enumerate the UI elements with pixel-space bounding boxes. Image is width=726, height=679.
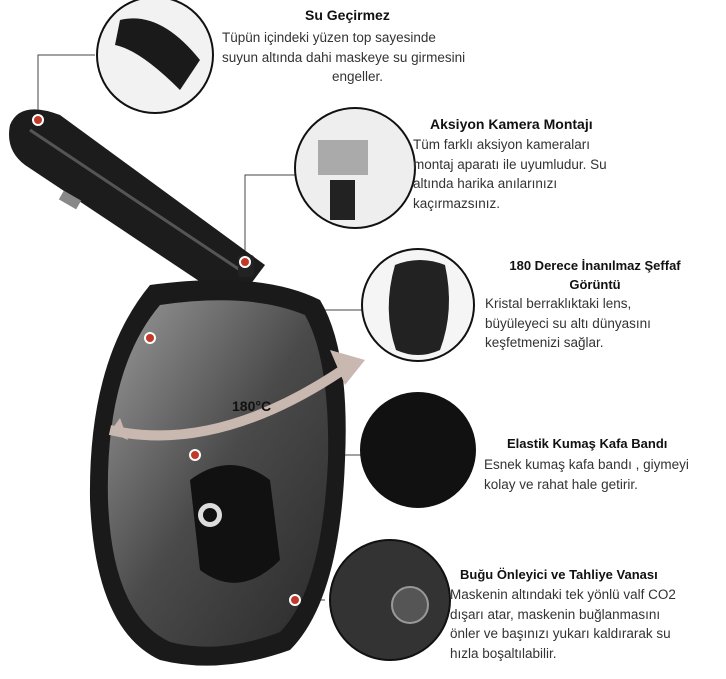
description-line: keşfetmenizi sağlar. — [485, 335, 604, 350]
feature-description: Tüm farklı aksiyon kameraları montaj apa… — [413, 135, 607, 213]
marker-strap — [189, 449, 201, 461]
marker-lens — [144, 332, 156, 344]
mask-body — [89, 280, 346, 666]
feature-title: Elastik Kumaş Kafa Bandı — [507, 436, 668, 451]
feature-description: Kristal berraklıktaki lens, büyüleyeci s… — [485, 294, 651, 353]
description-line: montaj aparatı ile uyumludur. Su — [413, 156, 607, 172]
feature-markers — [32, 114, 301, 606]
feature-title: Su Geçirmez — [305, 7, 390, 23]
title-line: Görüntü — [569, 277, 621, 292]
description-line: Tüm farklı aksiyon kameraları — [413, 137, 591, 152]
feature-title: Aksiyon Kamera Montajı — [430, 116, 593, 132]
feature-description: Esnek kumaş kafa bandı , giymeyi kolay v… — [484, 455, 689, 494]
title-line: 180 Derece İnanılmaz Şeffaf — [509, 258, 681, 273]
description-line: hızla boşaltılabilir. — [450, 645, 557, 661]
feature-description: Tüpün içindeki yüzen top sayesinde suyun… — [222, 28, 465, 87]
description-line: dışarı atar, maskenin buğlanmasını — [450, 606, 661, 622]
marker-valve — [289, 594, 301, 606]
description-line: kolay ve rahat hale getirir. — [484, 476, 638, 492]
detail-circle-strap — [360, 392, 476, 508]
feature-title: 180 Derece İnanılmaz Şeffaf Görüntü — [485, 256, 705, 294]
description-line: altında harika anılarınızı — [413, 176, 558, 191]
detail-circle-valve — [329, 539, 451, 661]
feature-description: Maskenin altındaki tek yönlü valf CO2 dı… — [450, 585, 676, 663]
description-line: engeller. — [332, 69, 384, 84]
description-line: kaçırmazsınız. — [413, 195, 501, 211]
marker-camera — [239, 256, 251, 268]
description-line: Maskenin altındaki tek yönlü valf CO2 — [450, 587, 676, 602]
description-line: önler ve başınızı yukarı kaldırarak su — [450, 626, 671, 641]
rotation-arrow — [108, 350, 365, 441]
description-line: Tüpün içindeki yüzen top sayesinde — [222, 30, 436, 45]
description-line: büyüleyeci su altı dünyasını — [485, 315, 651, 331]
description-line: suyun altında dahi maskeye su girmesini — [222, 49, 466, 65]
description-line: Esnek kumaş kafa bandı , giymeyi — [484, 457, 689, 472]
angle-label: 180°C — [232, 398, 272, 414]
feature-title: Buğu Önleyici ve Tahliye Vanası — [460, 567, 658, 582]
description-line: Kristal berraklıktaki lens, — [485, 296, 632, 311]
marker-waterproof — [32, 114, 44, 126]
snorkel-tube — [9, 109, 265, 305]
